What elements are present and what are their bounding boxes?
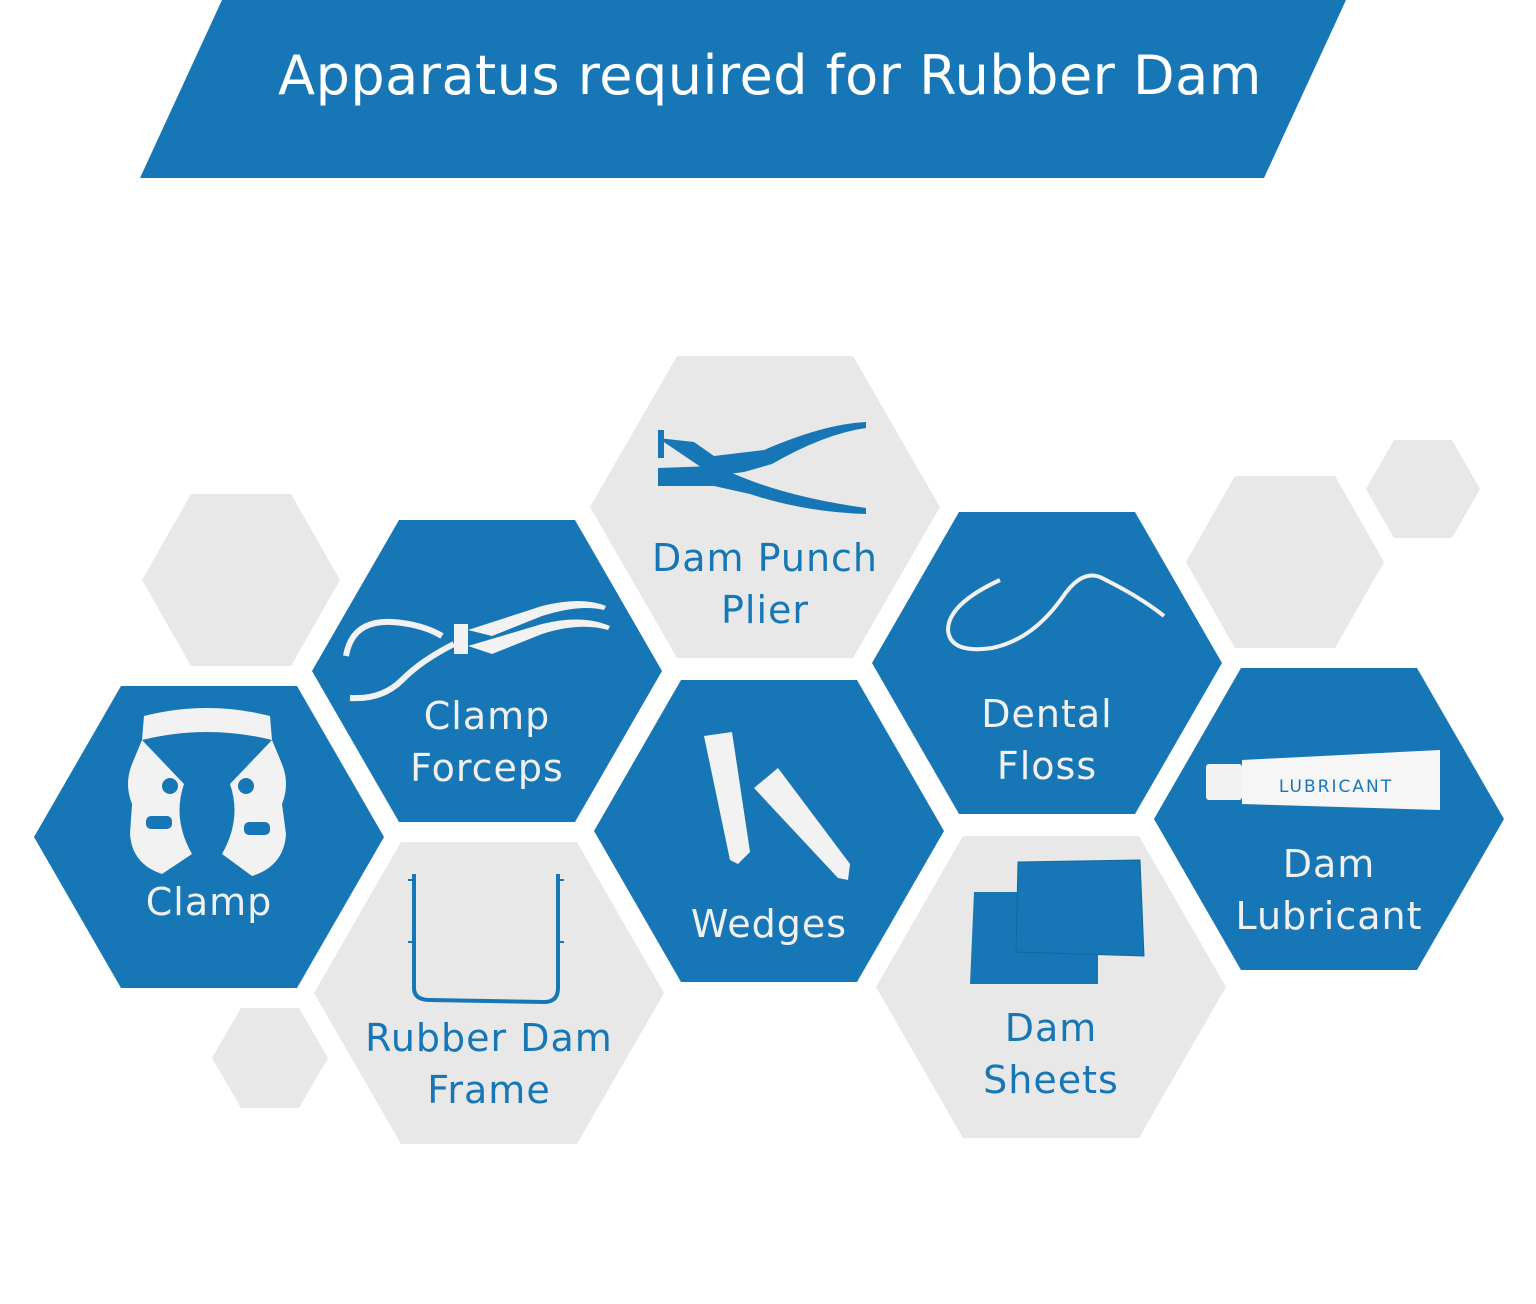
decorative-hexagon	[1366, 440, 1480, 538]
item-label: Wedges	[690, 902, 848, 946]
hex-dam-punch-plier: Dam Punch Plier	[590, 356, 940, 658]
item-label: Dam Sheets	[983, 1006, 1119, 1102]
item-label: Clamp Forceps	[410, 694, 564, 790]
lubricant-tube-icon: LUBRICANT	[1206, 750, 1440, 810]
item-label: Dam Lubricant	[1235, 842, 1423, 938]
hex-clamp-forceps: Clamp Forceps	[312, 520, 662, 822]
hex-wedges: Wedges	[594, 680, 944, 982]
svg-text:LUBRICANT: LUBRICANT	[1279, 777, 1393, 797]
hex-dam-lubricant: LUBRICANT Dam Lubricant	[1154, 668, 1504, 970]
decorative-hexagon	[1186, 476, 1384, 648]
sheets-icon	[970, 859, 1145, 984]
clamp-icon	[128, 708, 286, 876]
wedges-icon	[704, 732, 850, 880]
item-label: Dental Floss	[981, 692, 1113, 788]
decorative-hexagon	[212, 1008, 328, 1108]
banner-shape	[140, 0, 1346, 178]
forceps-icon	[343, 601, 610, 702]
floss-icon	[945, 573, 1166, 652]
header-banner: Apparatus required for Rubber Dam	[0, 0, 1536, 180]
item-label: Dam Punch Plier	[651, 536, 879, 632]
frame-icon	[408, 874, 564, 1005]
page-title: Apparatus required for Rubber Dam	[278, 44, 1262, 107]
hex-dam-sheets: Dam Sheets	[876, 836, 1226, 1138]
hex-rubber-dam-frame: Rubber Dam Frame	[314, 842, 664, 1144]
decorative-hexagon	[142, 494, 340, 666]
hex-clamp: Clamp	[34, 686, 384, 988]
hex-dental-floss: Dental Floss	[872, 512, 1222, 814]
item-label: Clamp	[145, 880, 273, 924]
item-label: Rubber Dam Frame	[365, 1016, 613, 1112]
punch-plier-icon	[658, 422, 866, 514]
